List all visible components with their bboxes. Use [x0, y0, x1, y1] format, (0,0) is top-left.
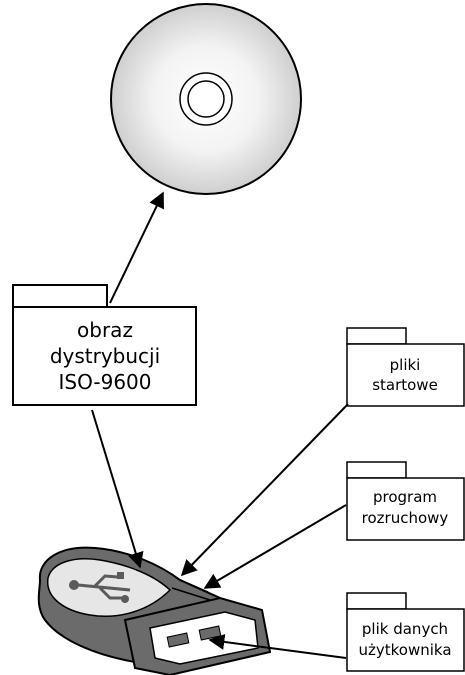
package-label-line: plik danych: [362, 620, 448, 638]
cd-disc-icon: [110, 3, 302, 195]
arrow-startup-to-usb: [180, 403, 349, 577]
dependency-arrows: [91, 191, 349, 659]
arrow-bootloader-to-usb: [203, 504, 347, 589]
package-label-line: startowe: [372, 376, 438, 394]
package-body: [346, 477, 465, 541]
package-label-line: obraz: [77, 318, 133, 342]
package-label-line: rozruchowy: [362, 509, 449, 527]
package-label-line: użytkownika: [358, 641, 451, 659]
package-tab: [346, 461, 407, 479]
package-body: [12, 306, 197, 406]
usb-flash-drive-icon: [37, 546, 272, 675]
package-body: [346, 343, 465, 407]
package-bootloader: program rozruchowy: [346, 461, 465, 541]
package-label-line: ISO-9600: [58, 370, 151, 394]
package-iso-image: obraz dystrybucji ISO-9600: [12, 284, 197, 406]
package-startup-files: pliki startowe: [346, 327, 465, 407]
arrow-userdata-to-usb: [208, 633, 347, 659]
package-tab: [12, 284, 108, 308]
package-label-line: program: [373, 488, 437, 506]
package-label-line: dystrybucji: [50, 344, 160, 368]
arrow-iso-to-usb: [91, 409, 144, 569]
package-user-data: plik danych użytkownika: [346, 592, 465, 672]
package-tab: [346, 327, 407, 345]
package-body: [346, 608, 465, 672]
package-tab: [346, 592, 407, 610]
arrow-iso-to-disc: [109, 191, 164, 304]
package-label-line: pliki: [390, 356, 421, 374]
